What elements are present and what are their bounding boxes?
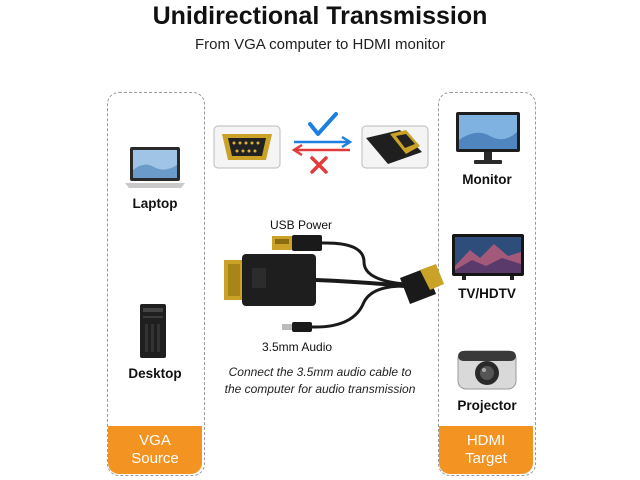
page-subtitle: From VGA computer to HDMI monitor: [194, 36, 446, 53]
monitor-icon: [456, 112, 520, 164]
hdmi-connector-icon: [361, 125, 429, 169]
note-line-1: Connect the 3.5mm audio cable to: [228, 365, 412, 379]
audio-instruction-note: Connect the 3.5mm audio cable to the com…: [205, 364, 435, 398]
target-badge-line1: HDMI: [466, 432, 506, 449]
target-badge-line2: Target: [465, 450, 507, 467]
cable-diagram: [224, 235, 444, 332]
laptop-icon: [125, 147, 185, 188]
audio-label: 3.5mm Audio: [262, 340, 333, 354]
source-panel: [107, 92, 205, 476]
check-icon: [308, 112, 338, 136]
tv-icon: [452, 234, 524, 280]
device-label-projector: Projector: [457, 398, 517, 413]
vga-connector-icon: [213, 125, 281, 169]
projector-icon: [457, 350, 517, 390]
device-label-desktop: Desktop: [128, 366, 182, 381]
cross-icon: [310, 156, 328, 174]
source-badge: VGA Source: [108, 426, 202, 474]
page-title: Unidirectional Transmission: [152, 2, 488, 30]
target-badge: HDMI Target: [439, 426, 533, 474]
source-badge-line2: Source: [131, 450, 179, 467]
direction-arrows-icon: [291, 112, 353, 174]
device-label-tv: TV/HDTV: [458, 286, 516, 301]
desktop-tower-icon: [140, 304, 166, 358]
note-line-2: the computer for audio transmission: [224, 382, 416, 396]
usb-power-label: USB Power: [270, 218, 333, 232]
source-badge-line1: VGA: [139, 432, 171, 449]
device-label-laptop: Laptop: [132, 196, 178, 211]
device-label-monitor: Monitor: [462, 172, 512, 187]
